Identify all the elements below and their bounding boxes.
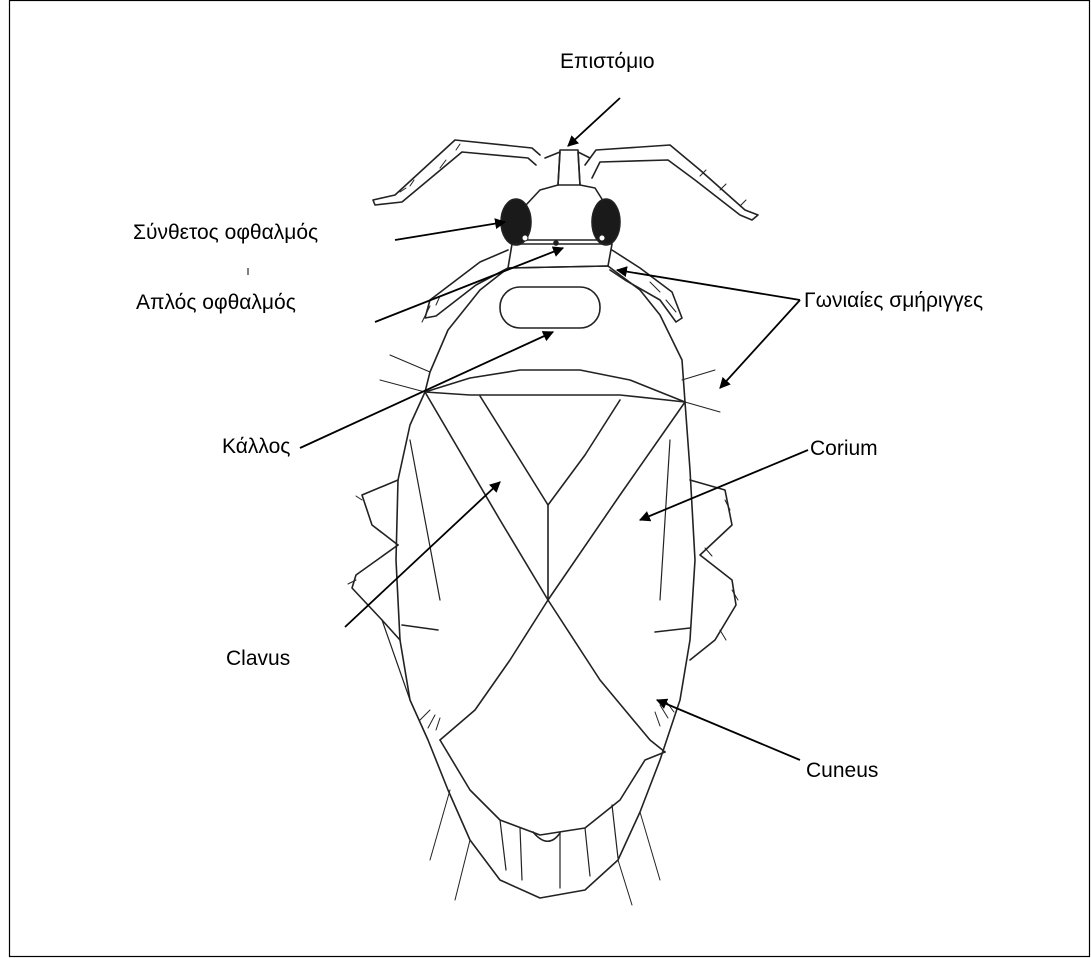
arrow-epistomio (568, 98, 620, 146)
arrow-compound-eye (395, 222, 505, 240)
arrow-callus (300, 332, 553, 448)
scutellum (480, 396, 620, 505)
label-compound-eye: Σύνθετος οφθαλμός (133, 222, 318, 243)
right-compound-eye (592, 199, 620, 245)
right-mid-leg (690, 480, 736, 660)
label-callus: Κάλλος (222, 436, 290, 457)
label-epistomio: Επιστόμιο (560, 51, 655, 72)
label-cuneus: Cuneus (806, 760, 878, 781)
arrow-corium (640, 450, 808, 520)
left-mid-leg (362, 480, 398, 545)
clypeus (558, 150, 580, 185)
label-simple-eye: Απλός οφθαλμός (136, 292, 296, 313)
callus (500, 287, 600, 328)
arrow-cuneus (657, 700, 800, 760)
arrow-simple-eye (375, 248, 563, 322)
insect-drawing (348, 140, 758, 905)
label-clavus: Clavus (226, 648, 290, 669)
diagram-border (10, 1, 1090, 957)
membrane (440, 740, 665, 835)
arrow-corner-glands-2 (720, 300, 800, 388)
label-corner-glands: Γωνιαίες σμήριγγες (804, 290, 983, 311)
label-corium: Corium (810, 438, 878, 459)
